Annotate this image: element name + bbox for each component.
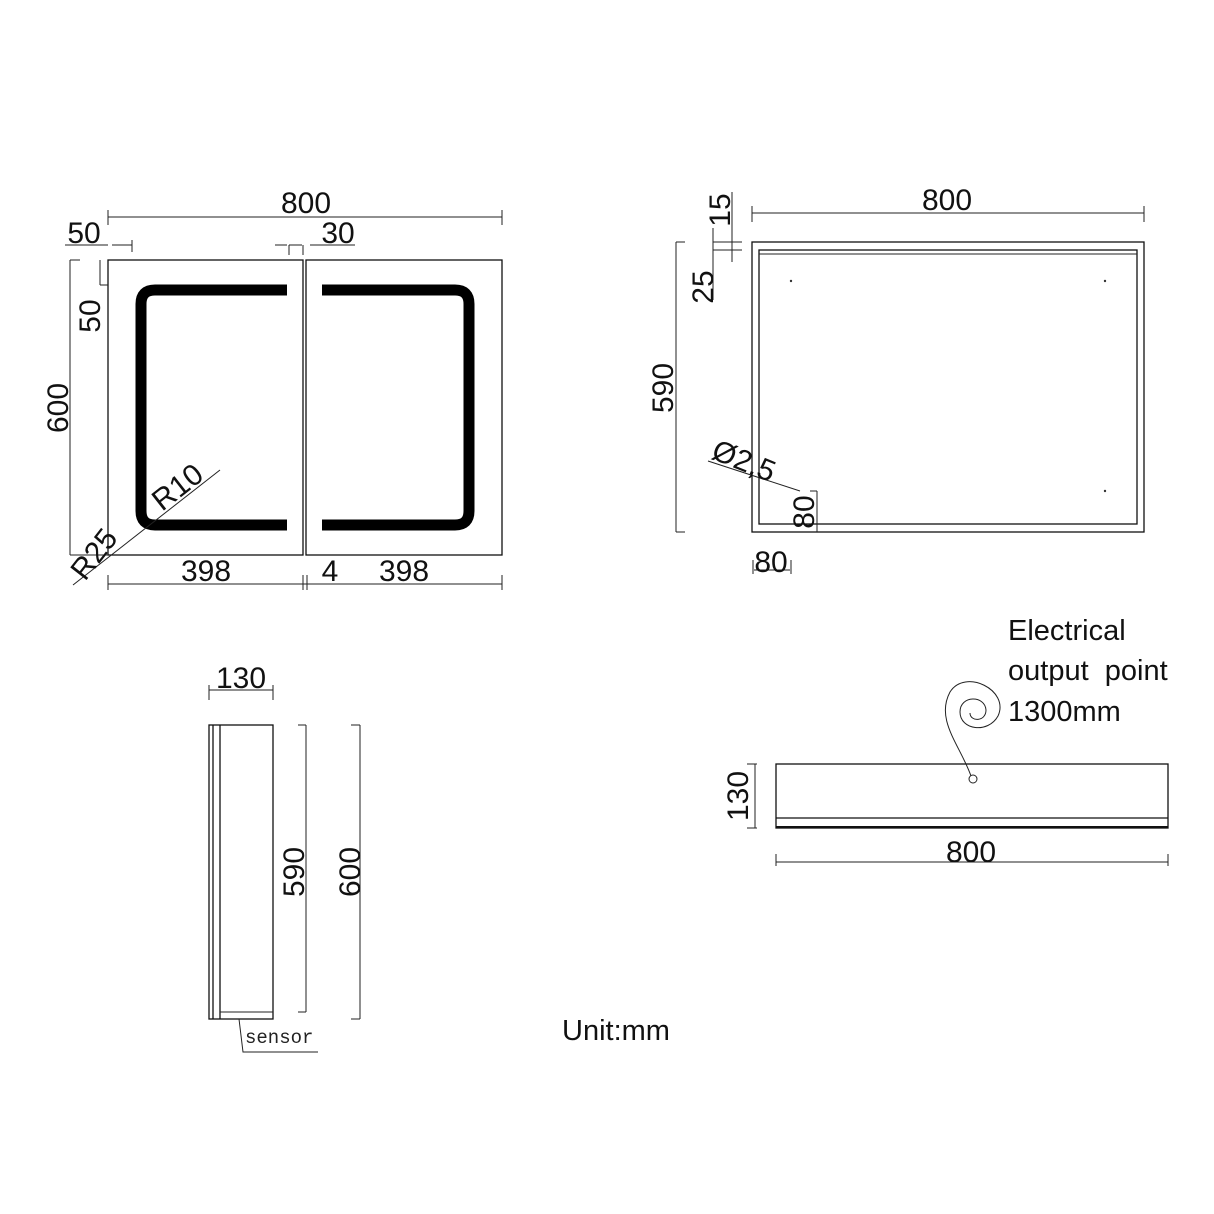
- mount-hole: [1103, 279, 1107, 283]
- dim-top-offset-15: 15: [704, 193, 737, 226]
- dim-hole-diameter: Ø2,5: [707, 434, 780, 489]
- side-view: 130 590 600 sensor: [208, 662, 367, 1053]
- dim-width-800: 800: [281, 187, 331, 220]
- back-panel-outer: [751, 241, 1145, 533]
- mount-hole: [789, 279, 793, 283]
- dim-hole-offset-horizontal-80: 80: [754, 546, 787, 579]
- top-view: Electrical output point 1300mm 130 800: [722, 615, 1169, 869]
- dim-left-margin-50: 50: [67, 217, 100, 250]
- led-strip-right: [322, 284, 475, 531]
- dim-inner-radius: R10: [146, 458, 210, 518]
- left-door-outline: [107, 259, 304, 556]
- dim-top-width-800: 800: [946, 836, 996, 869]
- dim-side-depth-130: 130: [216, 662, 266, 695]
- unit-label: Unit:mm: [562, 1015, 670, 1047]
- sensor-label: sensor: [245, 1027, 313, 1049]
- led-strip-left: [135, 284, 287, 531]
- cable-coil-icon: [944, 681, 1001, 777]
- dim-top-margin-50: 50: [74, 299, 107, 332]
- back-view: 800 15 25 590 Ø2,5 80 80: [647, 184, 1145, 579]
- sensor-leader: [238, 1018, 318, 1053]
- dim-back-width-800: 800: [922, 184, 972, 217]
- dim-side-height-600: 600: [334, 847, 367, 897]
- dim-top-offset-25: 25: [687, 270, 720, 303]
- side-body: [208, 724, 274, 1020]
- dim-left-door-398: 398: [181, 555, 231, 588]
- electrical-note-line3: 1300mm: [1008, 696, 1121, 728]
- electrical-outlet-icon: [968, 774, 978, 784]
- dim-height-600: 600: [42, 383, 75, 433]
- right-door-outline: [305, 259, 503, 556]
- dim-back-height-590: 590: [647, 363, 680, 413]
- electrical-note-line1: Electrical: [1008, 615, 1126, 647]
- dim-gap-margin-30: 30: [321, 217, 354, 250]
- dim-right-door-398: 398: [379, 555, 429, 588]
- dim-top-depth-130: 130: [722, 771, 755, 821]
- dim-hole-offset-vertical-80: 80: [788, 495, 821, 528]
- dim-side-height-590: 590: [278, 847, 311, 897]
- front-view: 800 50 30 600 50 R10 R25 398 4 39: [42, 187, 503, 590]
- back-panel-inner: [758, 249, 1138, 525]
- dim-door-gap-4: 4: [322, 555, 339, 588]
- mount-hole: [1103, 489, 1107, 493]
- electrical-note-line2: output point: [1008, 655, 1168, 687]
